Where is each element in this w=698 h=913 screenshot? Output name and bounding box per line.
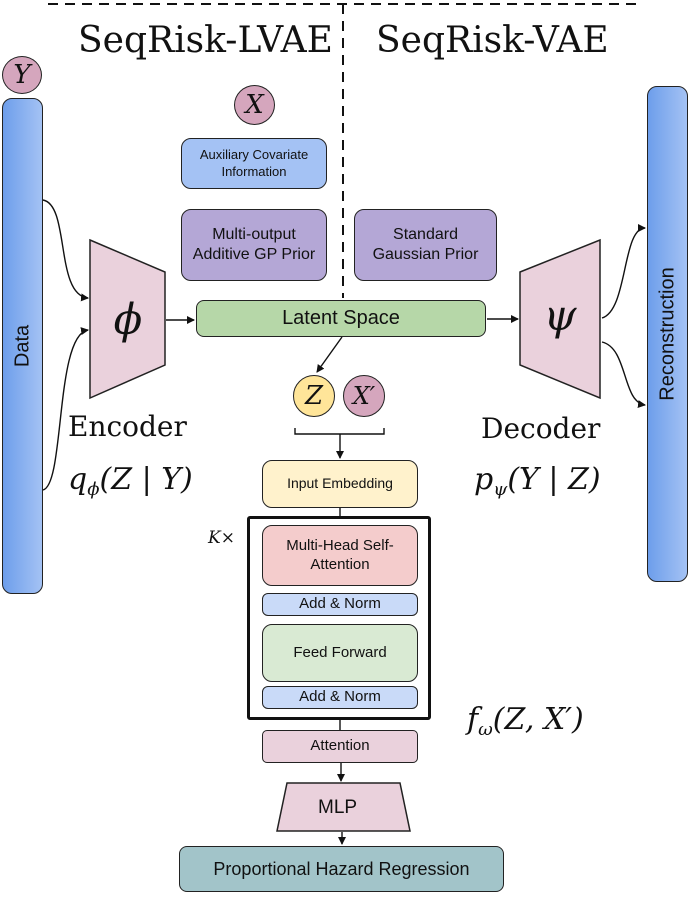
reconstruction-label: Reconstruction bbox=[656, 267, 678, 401]
encoder-trapezoid bbox=[89, 238, 166, 400]
header-vae: SeqRisk-VAE bbox=[376, 20, 609, 61]
risk-function-args: (Z, X′) bbox=[492, 702, 584, 737]
encoder-distribution: qϕ(Z | Y) bbox=[68, 462, 193, 500]
risk-function-symbol: f bbox=[467, 702, 479, 737]
repeat-label: K× bbox=[208, 528, 235, 548]
encoder-dist-subscript: ϕ bbox=[87, 479, 100, 500]
y-variable-circle: Y bbox=[2, 56, 42, 94]
feed-forward-box: Feed Forward bbox=[262, 624, 418, 682]
add-norm-box-2: Add & Norm bbox=[262, 686, 418, 709]
data-to-encoder-lower bbox=[42, 327, 89, 491]
decoder-distribution: pψ(Y | Z) bbox=[474, 462, 601, 500]
encoder-label: Encoder bbox=[68, 410, 187, 443]
mlp-trapezoid bbox=[276, 782, 411, 832]
combine-bracket bbox=[294, 428, 385, 435]
z-latent-circle: Z bbox=[293, 375, 335, 417]
decoder-dist-symbol: p bbox=[474, 462, 494, 497]
latent-to-z bbox=[316, 336, 343, 373]
input-embedding-box: Input Embedding bbox=[262, 460, 418, 508]
reconstruction-output-bar: Reconstruction bbox=[647, 86, 688, 582]
transformer-block bbox=[247, 516, 431, 720]
encoder-dist-args: (Z | Y) bbox=[99, 462, 193, 497]
x-prime-circle: X′ bbox=[343, 375, 385, 417]
data-label: Data bbox=[11, 324, 33, 368]
data-input-bar: Data bbox=[2, 98, 43, 594]
mlp-label: MLP bbox=[318, 797, 358, 818]
data-to-encoder-upper bbox=[42, 199, 89, 302]
gaussian-prior-box: Standard Gaussian Prior bbox=[354, 209, 497, 281]
attention-box: Attention bbox=[262, 730, 418, 763]
risk-function-subscript: ω bbox=[478, 719, 493, 740]
decoder-psi-symbol: ψ bbox=[543, 290, 577, 340]
self-attention-box: Multi-Head Self-Attention bbox=[262, 525, 418, 586]
encoder-phi-symbol: ϕ bbox=[113, 294, 143, 344]
risk-function: fω(Z, X′) bbox=[467, 702, 584, 740]
gp-prior-box: Multi-output Additive GP Prior bbox=[181, 209, 327, 281]
hazard-regression-box: Proportional Hazard Regression bbox=[179, 846, 504, 892]
auxiliary-covariate-box: Auxiliary Covariate Information bbox=[181, 138, 327, 189]
decoder-trapezoid bbox=[519, 238, 601, 400]
decoder-to-recon-lower bbox=[601, 341, 646, 409]
decoder-label: Decoder bbox=[481, 412, 601, 445]
x-variable-circle: X bbox=[234, 85, 275, 125]
latent-space-box: Latent Space bbox=[196, 300, 486, 337]
header-lvae: SeqRisk-LVAE bbox=[78, 20, 333, 61]
decoder-to-recon-upper bbox=[601, 224, 646, 319]
decoder-dist-subscript: ψ bbox=[493, 479, 508, 500]
encoder-dist-symbol: q bbox=[68, 462, 88, 497]
decoder-dist-args: (Y | Z) bbox=[507, 462, 601, 497]
add-norm-box-1: Add & Norm bbox=[262, 593, 418, 616]
